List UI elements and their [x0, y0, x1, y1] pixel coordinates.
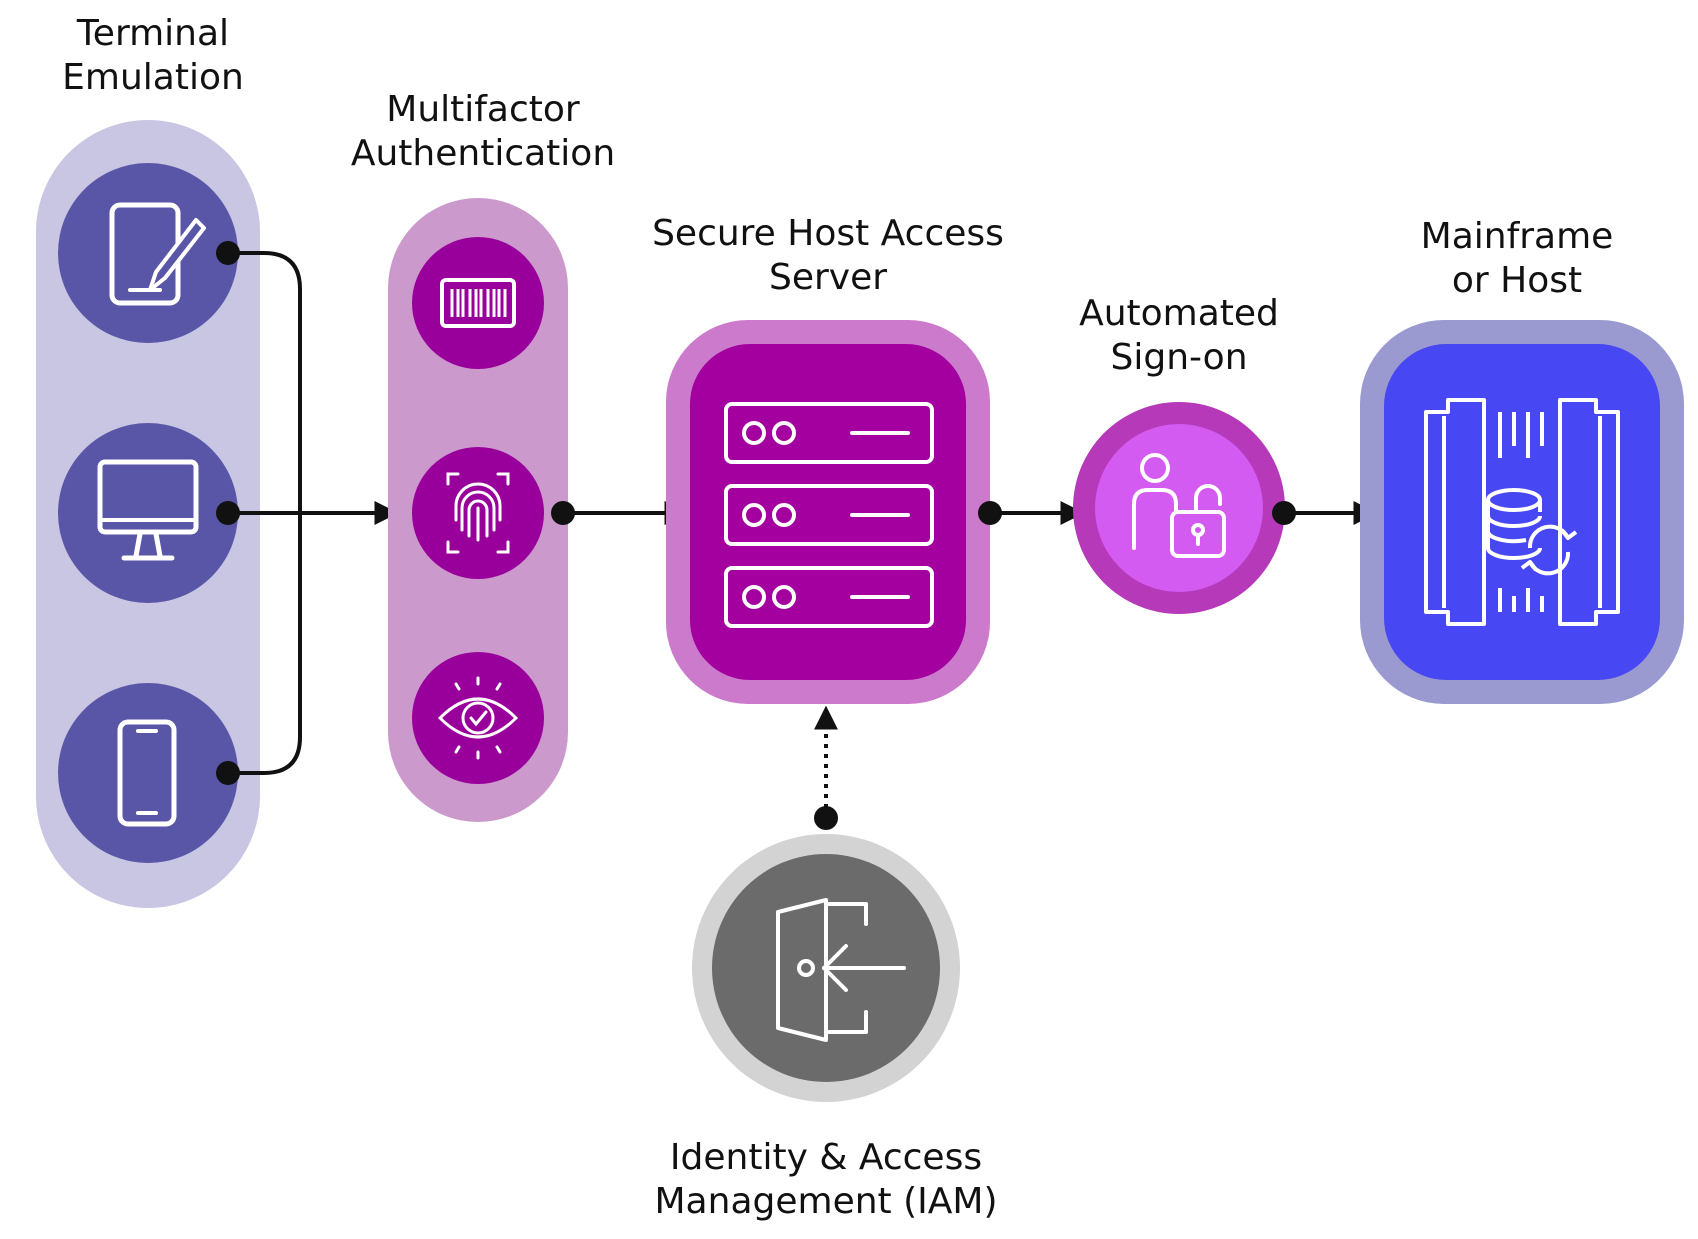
- connector-dot: [814, 806, 838, 830]
- barcode-icon: [412, 237, 544, 369]
- tablet-pen-icon: [58, 163, 238, 343]
- iam-label: Identity & Access Management (IAM): [654, 1137, 998, 1222]
- terminal-emulation-group: [36, 120, 260, 908]
- connector-dot: [216, 501, 240, 525]
- fingerprint-icon: [412, 447, 544, 579]
- connector-dot: [1272, 501, 1296, 525]
- smartphone-icon: [58, 683, 238, 863]
- mainframe-or-host-label: Mainframe or Host: [1420, 216, 1614, 301]
- multifactor-authentication-group: [388, 198, 568, 822]
- mainframe-or-host-node: [1360, 320, 1684, 704]
- terminal-connectors: [228, 251, 399, 775]
- automated-sign-on-node: [1073, 402, 1285, 614]
- multifactor-authentication-label: Multifactor Authentication: [350, 89, 616, 174]
- automated-sign-on-label: Automated Sign-on: [1079, 293, 1279, 378]
- connector-dot: [216, 761, 240, 785]
- mainframe-database-sync-icon: [1424, 398, 1620, 626]
- terminal-emulation-label: Terminal Emulation: [62, 13, 244, 98]
- desktop-monitor-icon: [58, 423, 238, 603]
- door-enter-icon: [776, 898, 906, 1042]
- secure-host-access-server-node: [666, 320, 990, 704]
- server-rack-icon: [724, 402, 934, 628]
- connector-dot: [978, 501, 1002, 525]
- connector-dot: [551, 501, 575, 525]
- user-unlock-icon: [1132, 453, 1226, 558]
- connector-dot: [216, 241, 240, 265]
- iam-node: [692, 834, 960, 1102]
- secure-host-access-server-label: Secure Host Access Server: [652, 213, 1004, 298]
- eye-scan-icon: [412, 652, 544, 784]
